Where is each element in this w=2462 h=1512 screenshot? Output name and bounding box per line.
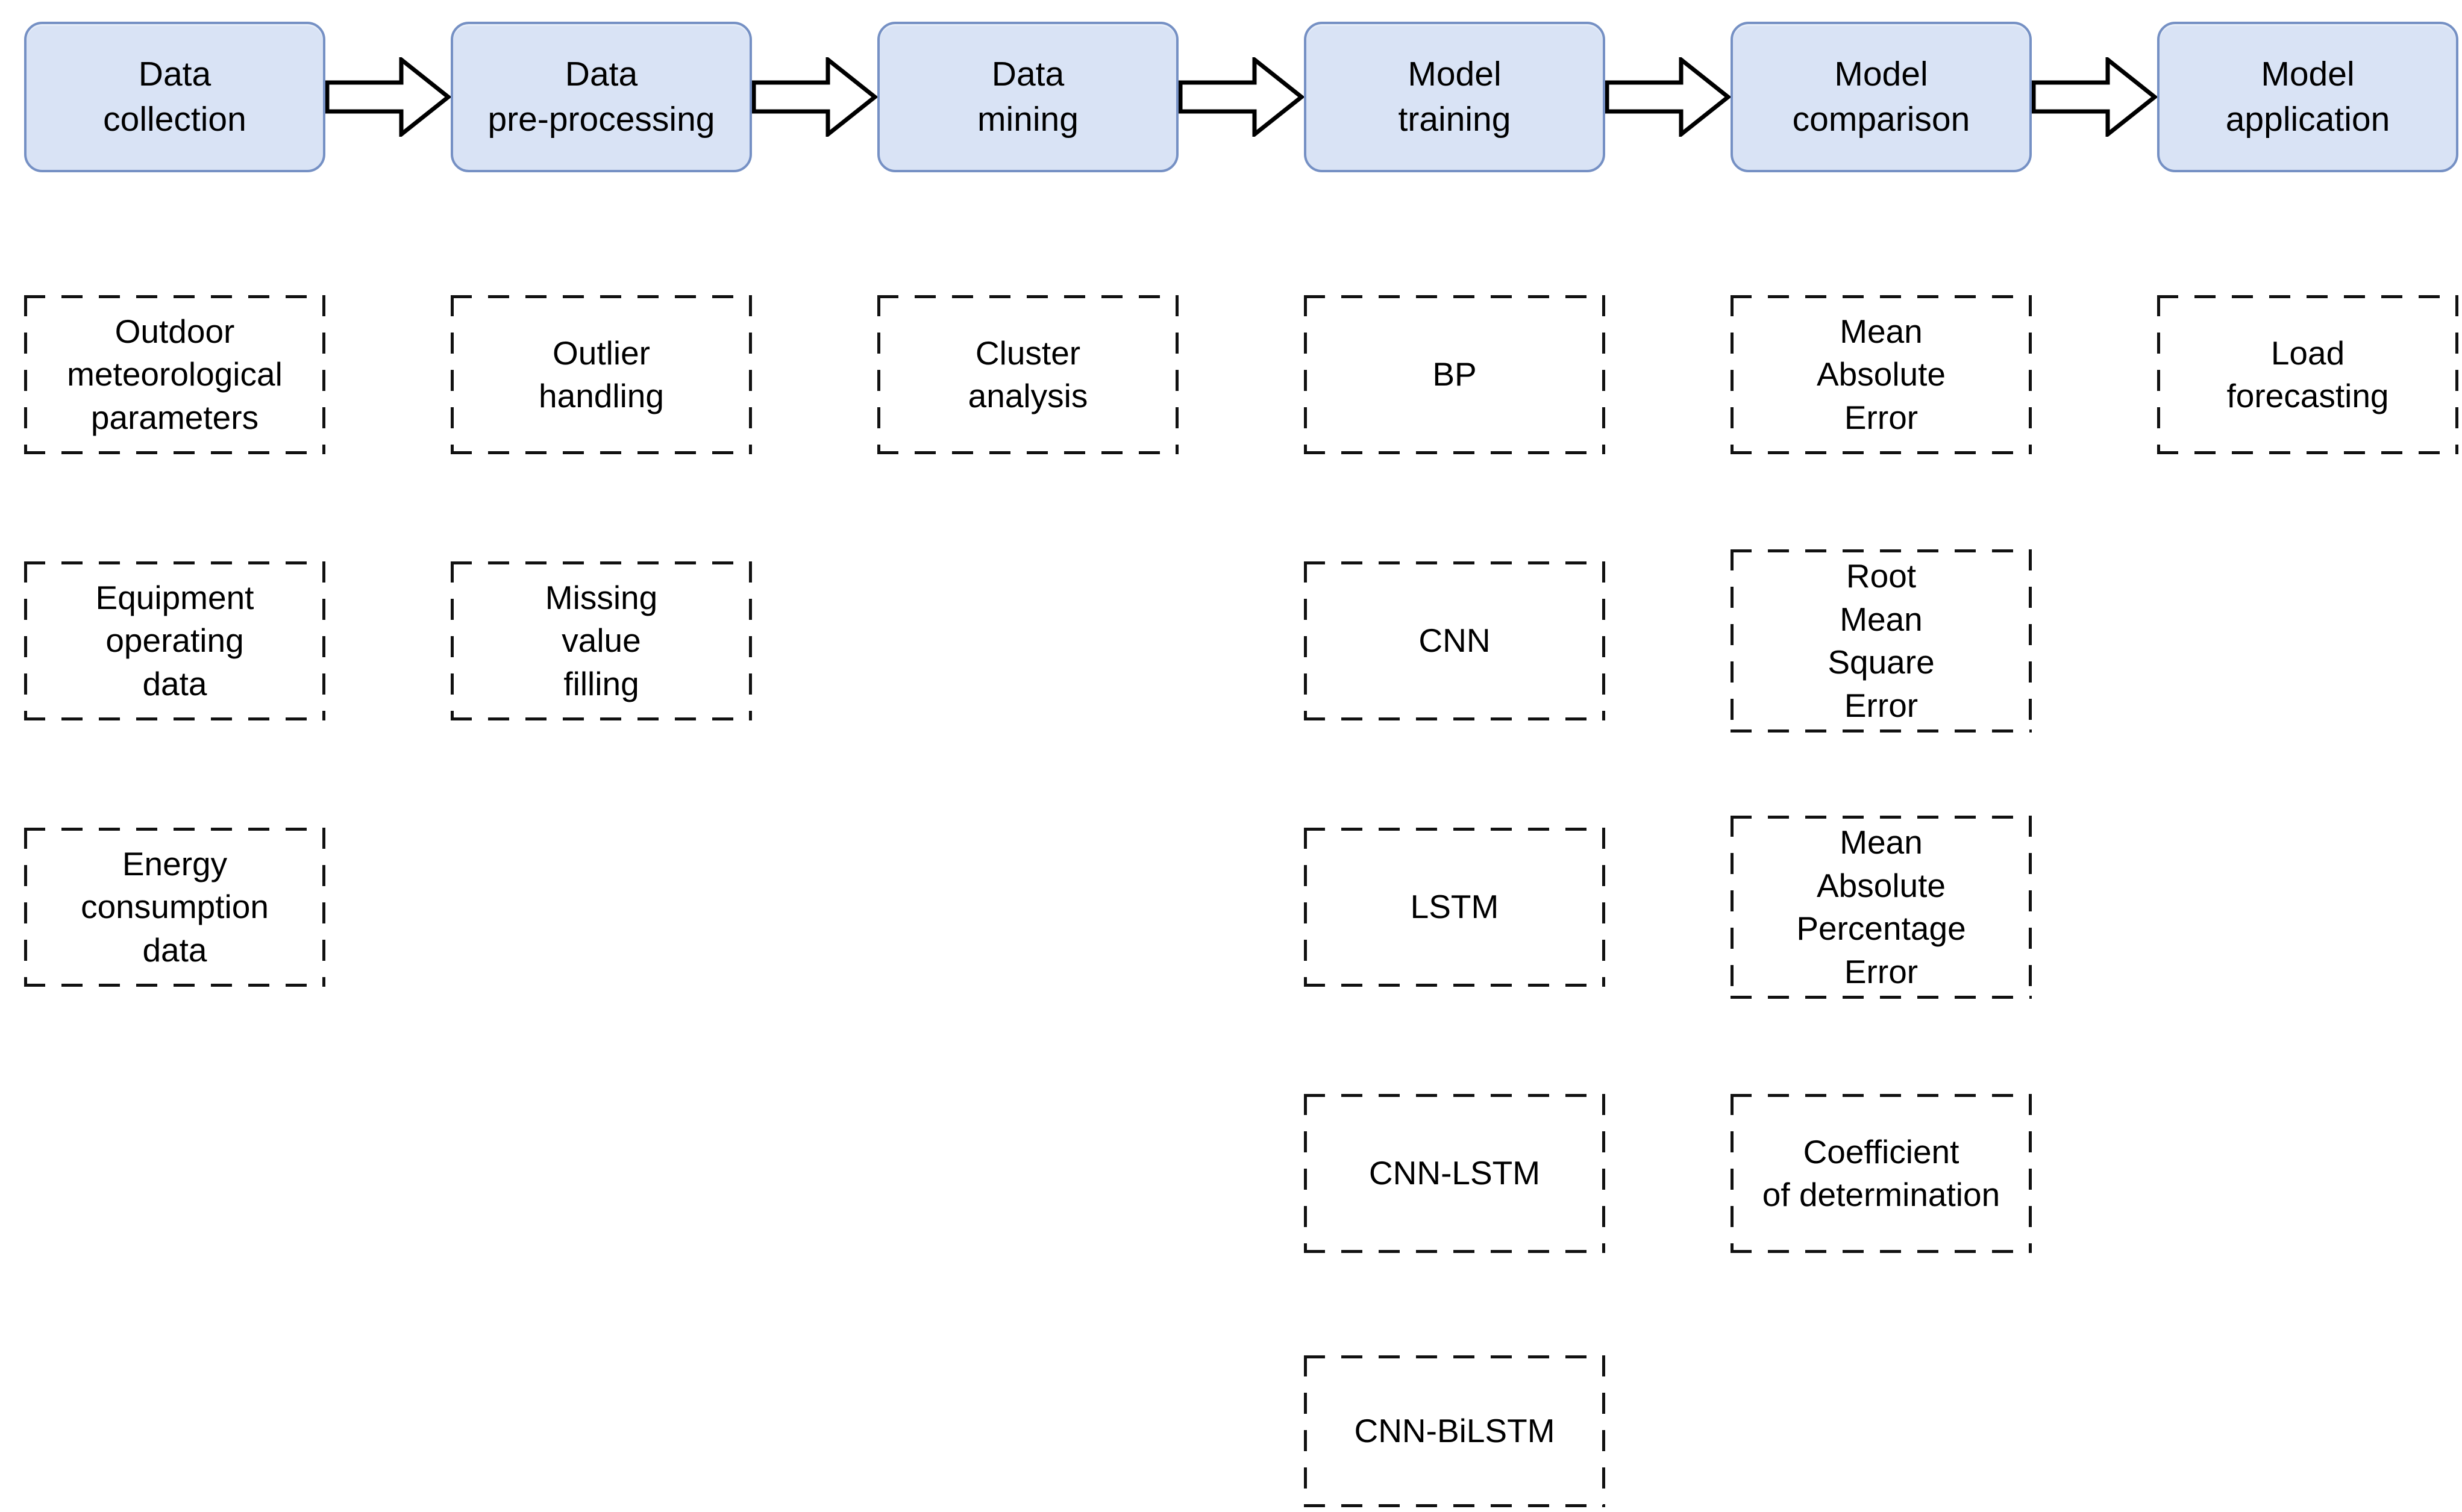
- right-arrow-icon: [325, 57, 451, 137]
- flow-arrow-5: [2032, 57, 2157, 137]
- item-cnn: CNN: [1304, 561, 1605, 720]
- item-cluster-analysis: Cluster analysis: [877, 295, 1179, 454]
- stage-model-application: Model application: [2157, 22, 2458, 172]
- stage-model-comparison: Model comparison: [1731, 22, 2032, 172]
- item-load-forecasting: Load forecasting: [2157, 295, 2458, 454]
- flow-arrow-4: [1605, 57, 1731, 137]
- stage-data-collection: Data collection: [24, 22, 325, 172]
- item-equipment-operating-data: Equipment operating data: [24, 561, 325, 720]
- stage-data-mining: Data mining: [877, 22, 1179, 172]
- stage-model-training: Model training: [1304, 22, 1605, 172]
- item-outdoor-meteorological-parameters: Outdoor meteorological parameters: [24, 295, 325, 454]
- right-arrow-icon: [1605, 57, 1731, 137]
- item-outlier-handling: Outlier handling: [451, 295, 752, 454]
- item-mean-absolute-error: Mean Absolute Error: [1731, 295, 2032, 454]
- right-arrow-icon: [2032, 57, 2157, 137]
- right-arrow-icon: [752, 57, 877, 137]
- item-lstm: LSTM: [1304, 828, 1605, 987]
- right-arrow-icon: [1179, 57, 1304, 137]
- item-cnn-lstm: CNN-LSTM: [1304, 1094, 1605, 1253]
- right-arrow-icon: [1179, 57, 1304, 137]
- item-mean-absolute-percentage-error: Mean Absolute Percentage Error: [1731, 816, 2032, 999]
- item-coefficient-of-determination: Coefficient of determination: [1731, 1094, 2032, 1253]
- item-bp: BP: [1304, 295, 1605, 454]
- item-missing-value-filling: Missing value filling: [451, 561, 752, 720]
- item-energy-consumption-data: Energy consumption data: [24, 828, 325, 987]
- stage-data-pre-processing: Data pre-processing: [451, 22, 752, 172]
- flow-arrow-2: [752, 57, 877, 137]
- item-root-mean-square-error: Root Mean Square Error: [1731, 549, 2032, 733]
- flow-arrow-1: [325, 57, 451, 137]
- item-cnn-bilstm: CNN-BiLSTM: [1304, 1355, 1605, 1507]
